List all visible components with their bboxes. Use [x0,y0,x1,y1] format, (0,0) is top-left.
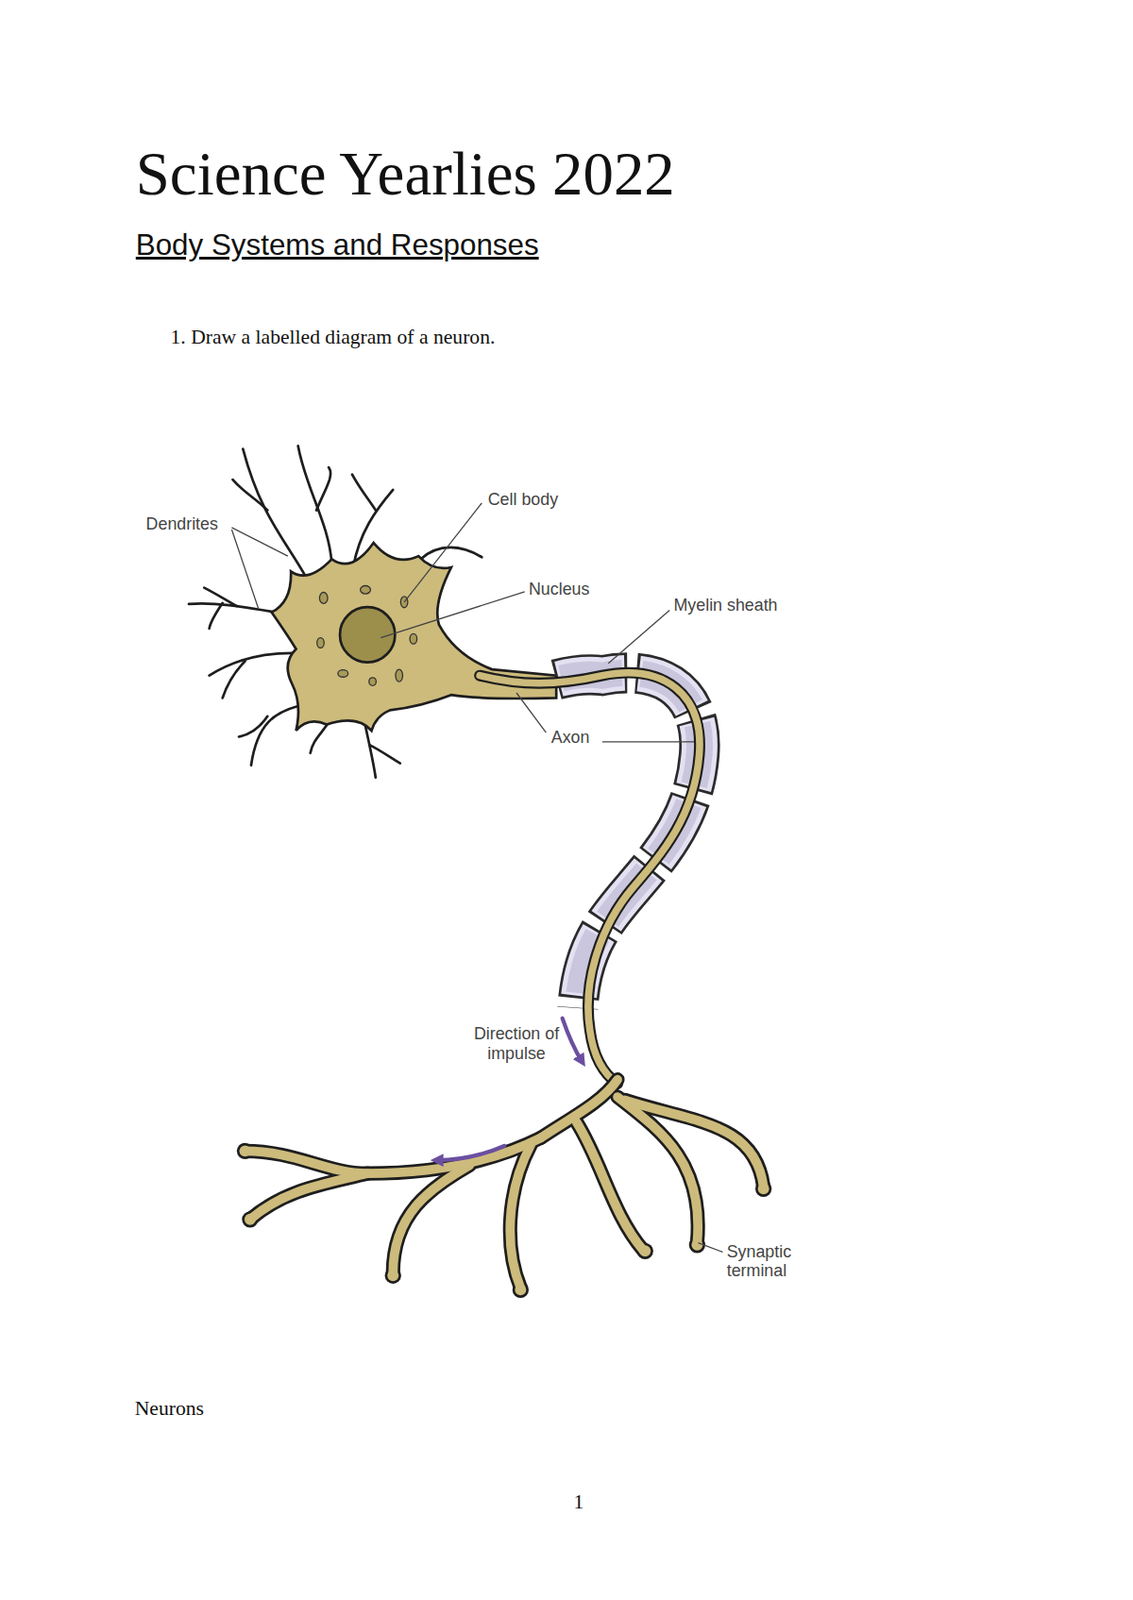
cell-body-shape [271,542,558,731]
nucleus-shape [339,607,395,662]
part-label: Synaptic terminal [727,1242,801,1282]
myelin-sheath [556,673,700,1009]
part-label: Myelin sheath [674,595,778,616]
organelles [317,585,418,686]
arrow-label: Direction of impulse [471,1024,561,1064]
axon [479,673,700,1084]
section-heading: Body Systems and Responses [135,228,540,263]
page-number: 1 [574,1490,585,1515]
part-label: Dendrites [146,514,219,535]
section-note: Neurons [135,1397,204,1421]
question-text: 1. Draw a labelled diagram of a neuron. [170,325,496,350]
part-label: Nucleus [528,579,590,600]
leader-lines [231,503,723,1252]
part-label: Axon [551,727,591,748]
impulse-arrows [437,1018,583,1161]
part-label: Cell body [488,490,559,510]
axon-terminals [236,1080,772,1299]
page-title: Science Yearlies 2022 [135,138,676,210]
